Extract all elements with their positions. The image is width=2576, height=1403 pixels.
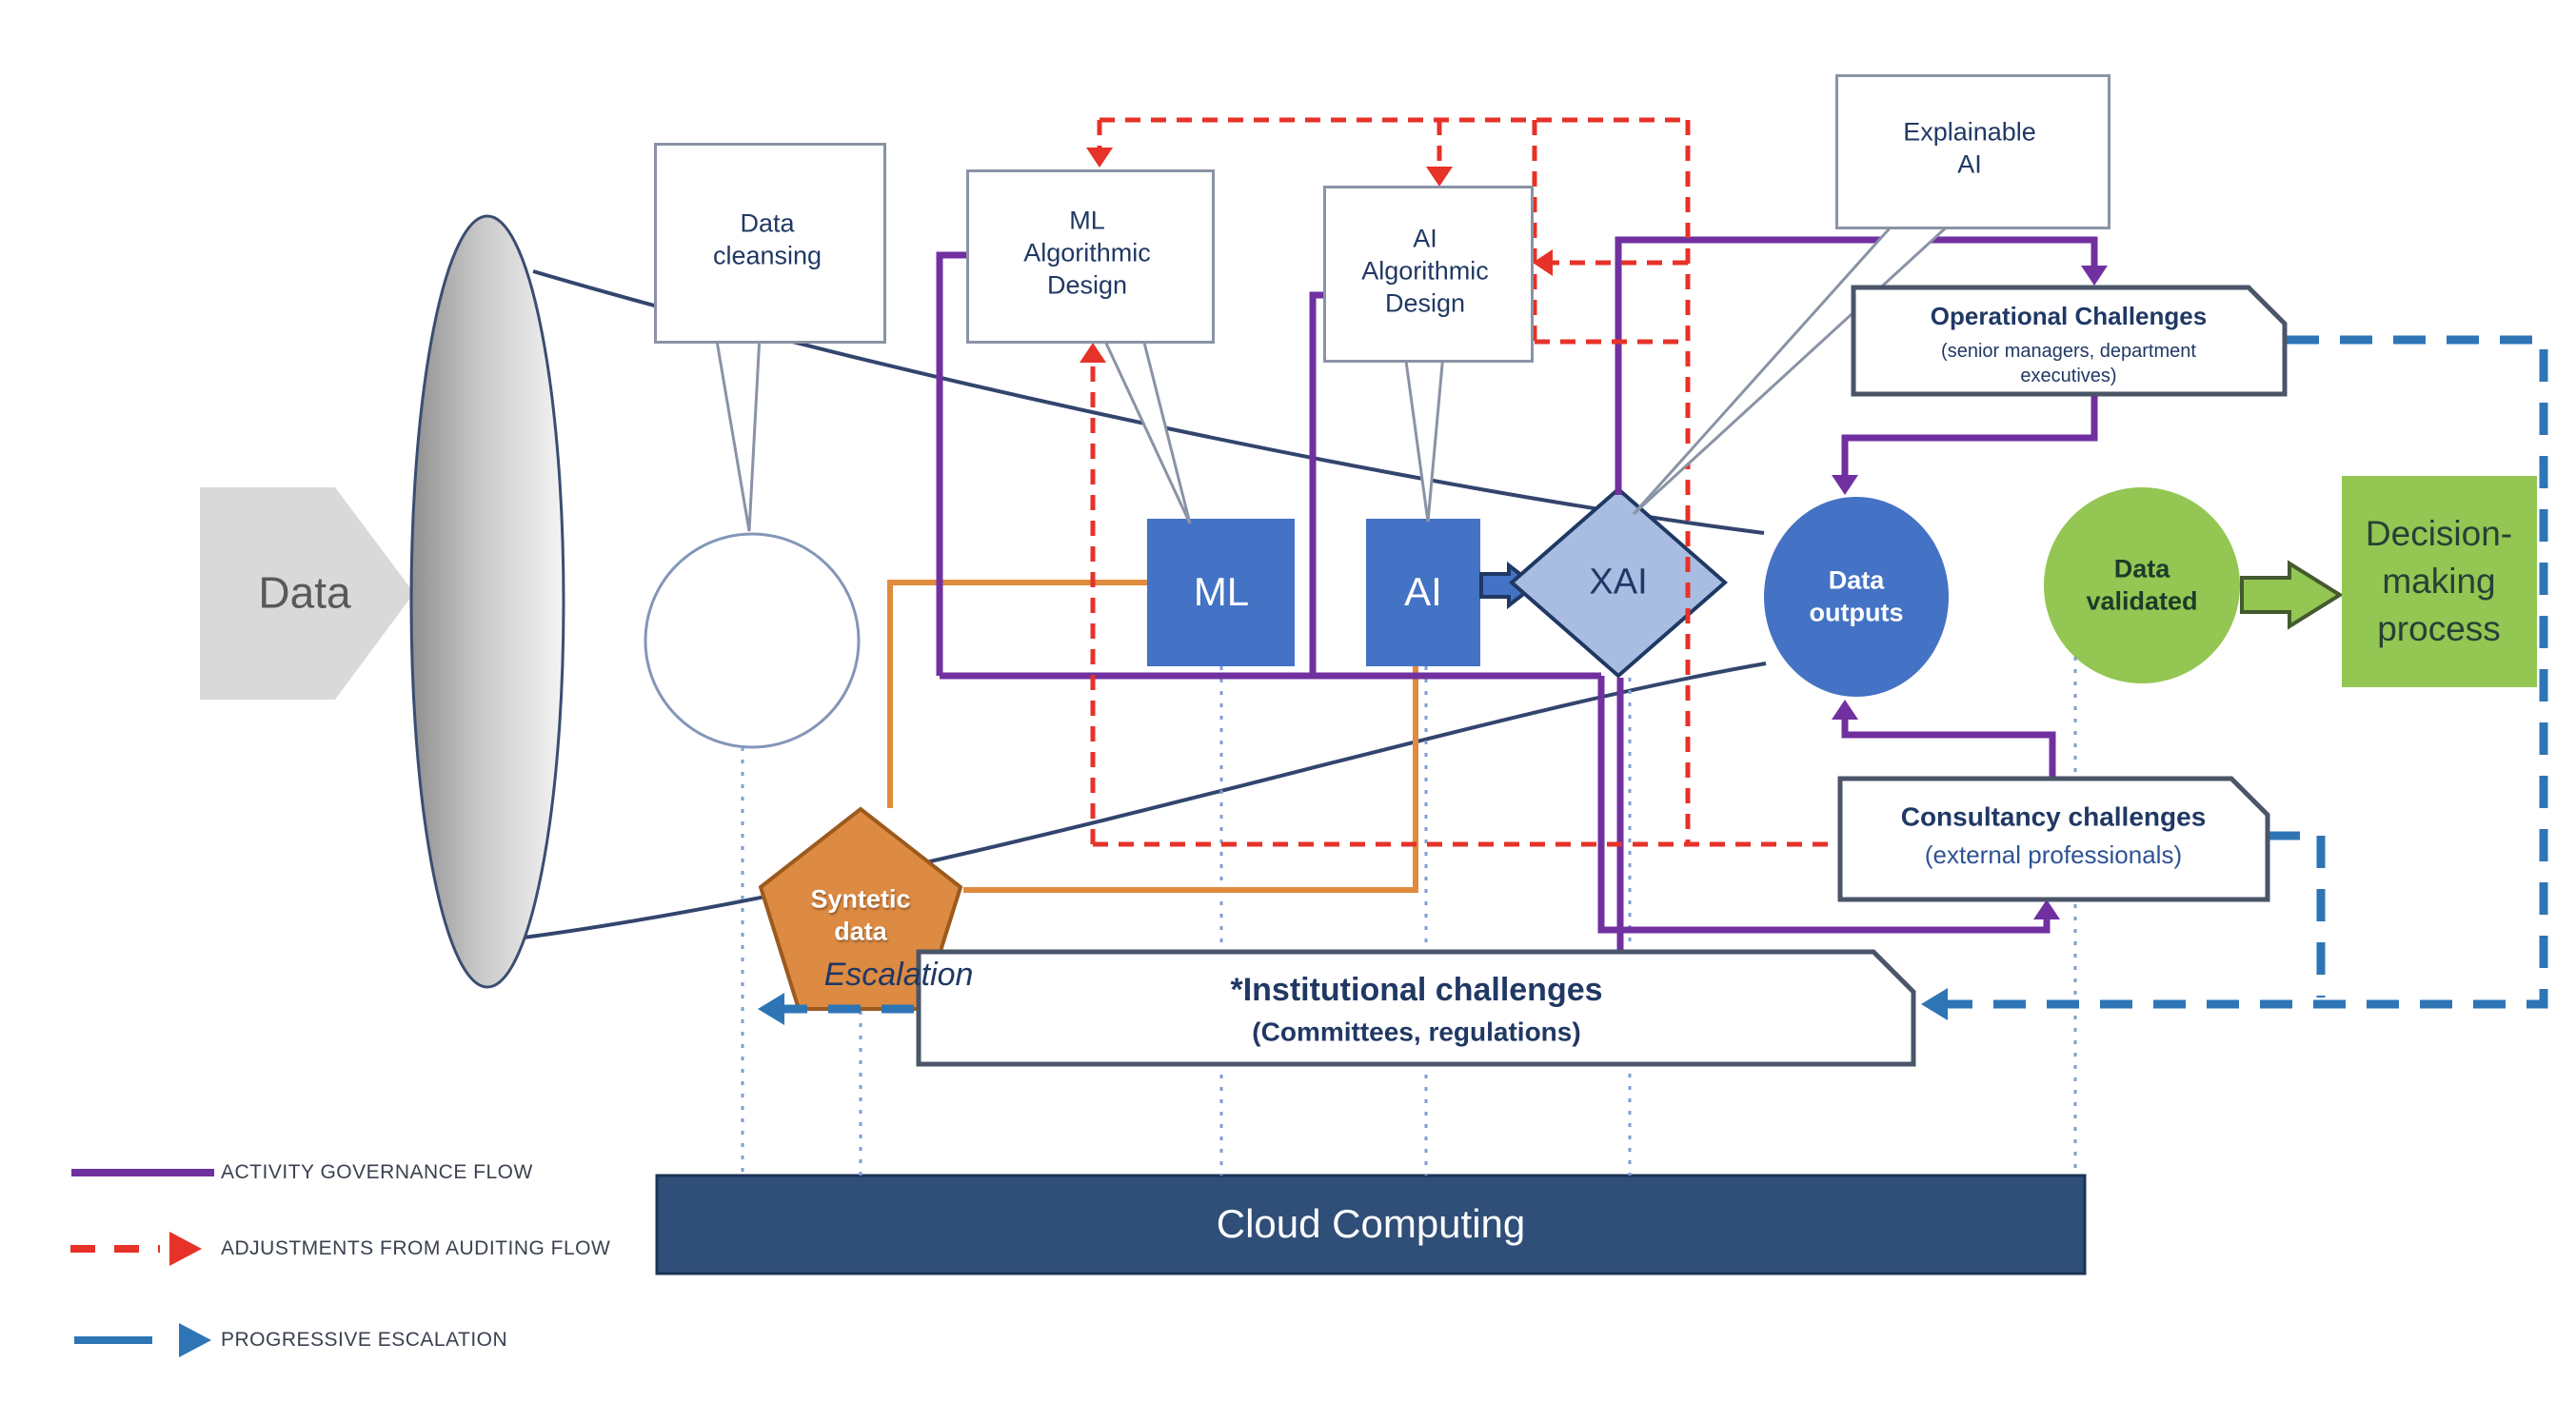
operational-subtitle: (senior managers, department executives) (1941, 341, 2196, 386)
legend-auditing-label: ADJUSTMENTS FROM AUDITING FLOW (221, 1236, 611, 1259)
ml-node-label: ML (1193, 568, 1250, 614)
synthetic-data-links (887, 580, 1418, 893)
challenge-boxes (916, 285, 2288, 1067)
explainable-ai-label: Explainable AI (1903, 117, 2036, 178)
legend-escalation-label: PROGRESSIVE ESCALATION (221, 1328, 508, 1351)
ai-design-callout (1323, 186, 1534, 363)
data-cleansing-circle (644, 532, 861, 749)
escalation-label: Escalation (823, 956, 974, 993)
ml-design-tail (1100, 333, 1192, 524)
explainable-ai-tail (1632, 219, 1957, 516)
data-cleansing-label: Data cleansing (712, 208, 822, 269)
legend-governance-label: ACTIVITY GOVERNANCE FLOW (221, 1160, 533, 1183)
consultancy-title: Consultancy challenges (1900, 801, 2207, 832)
funnel-ellipse (409, 214, 565, 989)
ai-design-label: AI Algorithmic Design (1361, 224, 1489, 317)
cloud-drop-lines (741, 657, 2077, 1176)
escalation-lines (779, 335, 2548, 1014)
validated-to-decision-arrow (2240, 560, 2344, 630)
consultancy-subtitle: (external professionals) (1924, 840, 2183, 869)
data-outputs-label: Data outputs (1809, 565, 1904, 626)
synthetic-data-label: Syntetic data (810, 884, 911, 945)
data-cleansing-tail (714, 333, 762, 532)
ai-design-tail (1403, 352, 1445, 523)
ml-design-callout (966, 169, 1215, 344)
legend-escalation-arrowhead (179, 1323, 211, 1357)
ml-design-label: ML Algorithmic Design (1023, 206, 1151, 299)
cloud-label: Cloud Computing (1216, 1200, 1526, 1246)
funnel-bottom-line (523, 662, 1767, 939)
data-validated-label: Data validated (2086, 554, 2198, 615)
institutional-subtitle: (Committees, regulations) (1252, 1017, 1581, 1047)
decision-label: Decision- making process (2365, 514, 2513, 648)
ai-to-xai-block-arrow (1479, 561, 1538, 610)
institutional-title: *Institutional challenges (1230, 971, 1603, 1008)
legend-auditing-arrowhead (169, 1232, 202, 1266)
xai-node-label: XAI (1589, 562, 1648, 603)
explainable-ai-callout (1835, 74, 2110, 229)
ai-node-label: AI (1404, 568, 1442, 614)
data-input-label: Data (258, 567, 351, 618)
data-cleansing-callout (654, 143, 886, 344)
operational-title: Operational Challenges (1930, 301, 2208, 330)
